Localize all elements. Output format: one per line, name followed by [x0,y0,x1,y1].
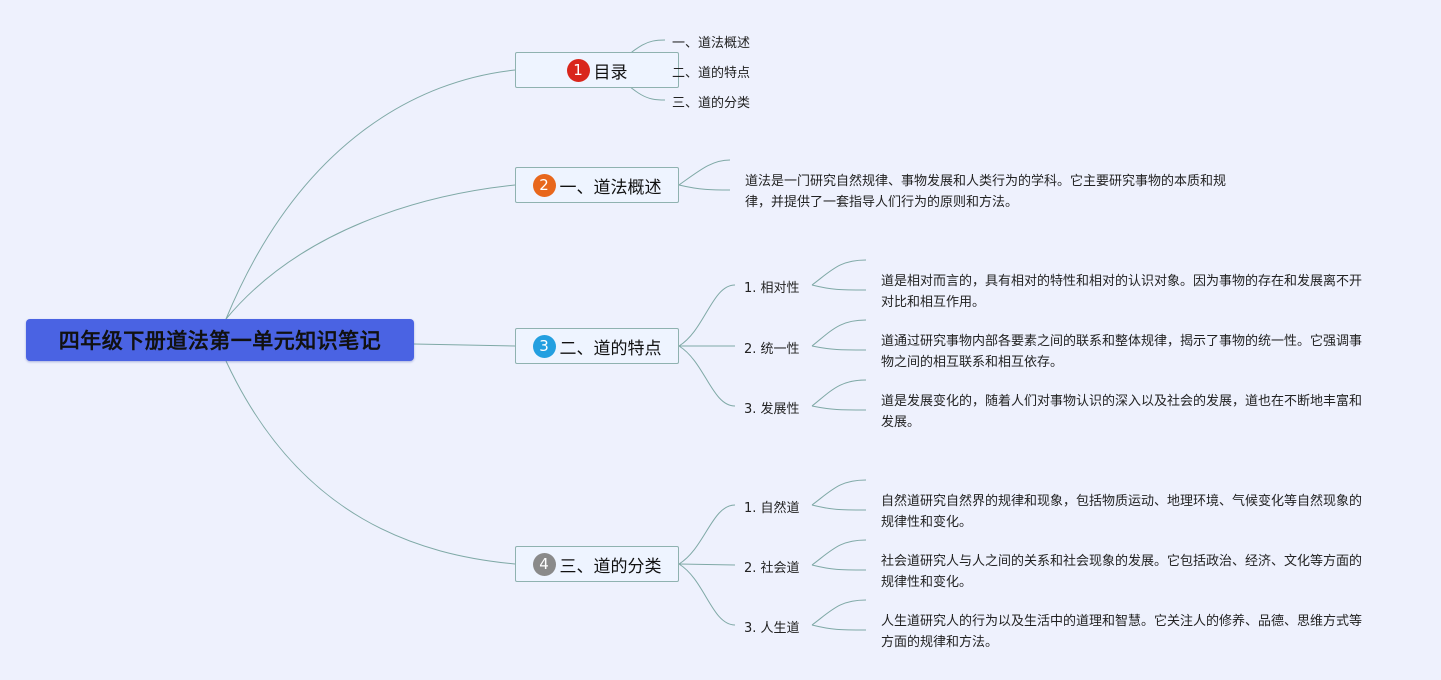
feature-text[interactable]: 道是发展变化的，随着人们对事物认识的深入以及社会的发展，道也在不断地丰富和发展。 [881,394,1363,430]
feature-label[interactable]: 3. 发展性 [744,402,800,417]
category-label[interactable]: 2. 社会道 [744,561,800,576]
number-4-icon: 4 [532,552,556,576]
topic-label: 一、道法概述 [559,177,662,198]
feature-label[interactable]: 2. 统一性 [744,342,800,357]
number-2-icon: 2 [532,173,556,197]
topic-overview[interactable]: 2 一、道法概述 [515,167,679,203]
feature-text[interactable]: 道通过研究事物内部各要素之间的联系和整体规律，揭示了事物的统一性。它强调事物之间… [881,334,1363,370]
topic-toc[interactable]: 1 目录 [515,52,679,88]
category-label[interactable]: 3. 人生道 [744,621,800,636]
toc-item[interactable]: 一、道法概述 [672,36,751,51]
toc-item[interactable]: 二、道的特点 [672,66,751,81]
overview-text[interactable]: 道法是一门研究自然规律、事物发展和人类行为的学科。它主要研究事物的本质和规律，并… [745,174,1227,210]
topic-label: 三、道的分类 [559,556,662,577]
category-text[interactable]: 人生道研究人的行为以及生活中的道理和智慧。它关注人的修养、品德、思维方式等方面的… [881,614,1363,650]
topic-label: 目录 [593,62,628,83]
feature-text[interactable]: 道是相对而言的，具有相对的特性和相对的认识对象。因为事物的存在和发展离不开对比和… [881,274,1363,310]
feature-label[interactable]: 1. 相对性 [744,281,800,296]
root-topic[interactable]: 四年级下册道法第一单元知识笔记 [26,319,414,361]
category-text[interactable]: 社会道研究人与人之间的关系和社会现象的发展。它包括政治、经济、文化等方面的规律性… [881,554,1363,590]
toc-item[interactable]: 三、道的分类 [672,96,751,111]
category-label[interactable]: 1. 自然道 [744,501,800,516]
topic-features[interactable]: 3 二、道的特点 [515,328,679,364]
number-3-icon: 3 [532,334,556,358]
number-1-icon: 1 [566,58,590,82]
category-text[interactable]: 自然道研究自然界的规律和现象，包括物质运动、地理环境、气候变化等自然现象的规律性… [881,494,1363,530]
topic-label: 二、道的特点 [559,338,662,359]
topic-categories[interactable]: 4 三、道的分类 [515,546,679,582]
